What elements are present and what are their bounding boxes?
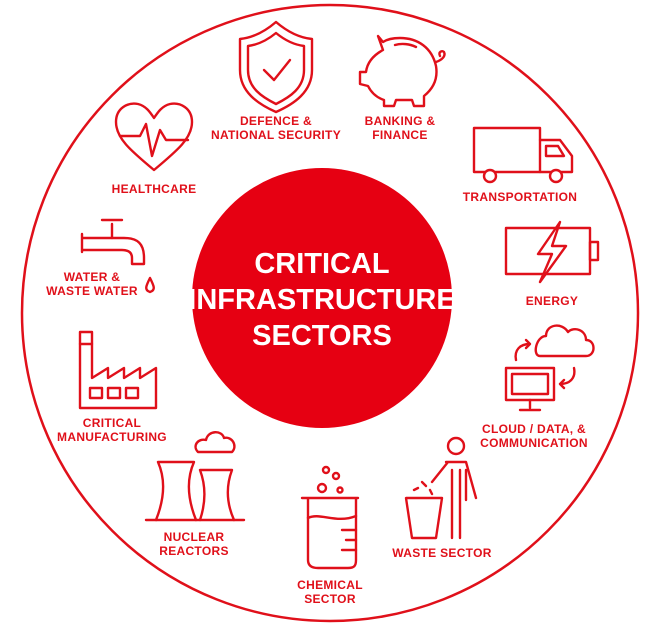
waste-bin-person-icon xyxy=(404,436,478,540)
label-line: NATIONAL SECURITY xyxy=(211,128,341,142)
sector-label-banking: BANKING &FINANCE xyxy=(365,114,436,142)
sector-label-transportation: TRANSPORTATION xyxy=(463,190,577,204)
label-line: SECTOR xyxy=(304,592,356,606)
center-circle xyxy=(192,168,452,428)
label-line: FINANCE xyxy=(372,128,428,142)
sector-label-water: WATER &WASTE WATER xyxy=(46,270,138,298)
label-line: WATER & xyxy=(63,270,121,284)
label-line: WASTE SECTOR xyxy=(392,546,492,560)
label-line: CRITICAL xyxy=(82,416,142,430)
title-line: CRITICAL xyxy=(254,248,390,280)
label-line: REACTORS xyxy=(159,544,229,558)
sector-label-waste: WASTE SECTOR xyxy=(392,546,491,560)
label-line: CLOUD / DATA, & xyxy=(481,422,587,436)
outer-ring xyxy=(20,3,640,623)
sector-label-energy: ENERGY xyxy=(526,294,578,308)
shield-check-icon xyxy=(238,20,314,114)
label-line: TRANSPORTATION xyxy=(462,190,578,204)
label-line: CHEMICAL xyxy=(297,578,363,592)
heart-pulse-icon xyxy=(114,102,194,172)
label-line: WASTE WATER xyxy=(46,284,138,298)
cooling-tower-icon xyxy=(144,431,246,522)
label-line: NUCLEAR xyxy=(163,530,225,544)
title-line: SECTORS xyxy=(252,320,392,352)
truck-icon xyxy=(472,126,574,184)
beaker-icon xyxy=(300,465,360,570)
piggy-bank-icon xyxy=(358,34,446,108)
label-line: DEFENCE & xyxy=(239,114,313,128)
label-line: COMMUNICATION xyxy=(480,436,588,450)
label-line: HEALTHCARE xyxy=(111,182,197,196)
center-title: CRITICAL INFRASTRUCTURE SECTORS xyxy=(188,246,455,354)
faucet-icon xyxy=(80,218,155,294)
label-line: ENERGY xyxy=(525,294,579,308)
sector-label-healthcare: HEALTHCARE xyxy=(112,182,197,196)
cloud-computer-icon xyxy=(504,324,595,412)
label-line: MANUFACTURING xyxy=(57,430,167,444)
label-line: BANKING & xyxy=(364,114,436,128)
factory-icon xyxy=(78,330,158,410)
title-line: INFRASTRUCTURE xyxy=(188,284,456,316)
sector-label-cloud: CLOUD / DATA, &COMMUNICATION xyxy=(480,422,588,450)
battery-bolt-icon xyxy=(504,220,600,284)
sector-label-defence: DEFENCE &NATIONAL SECURITY xyxy=(211,114,341,142)
